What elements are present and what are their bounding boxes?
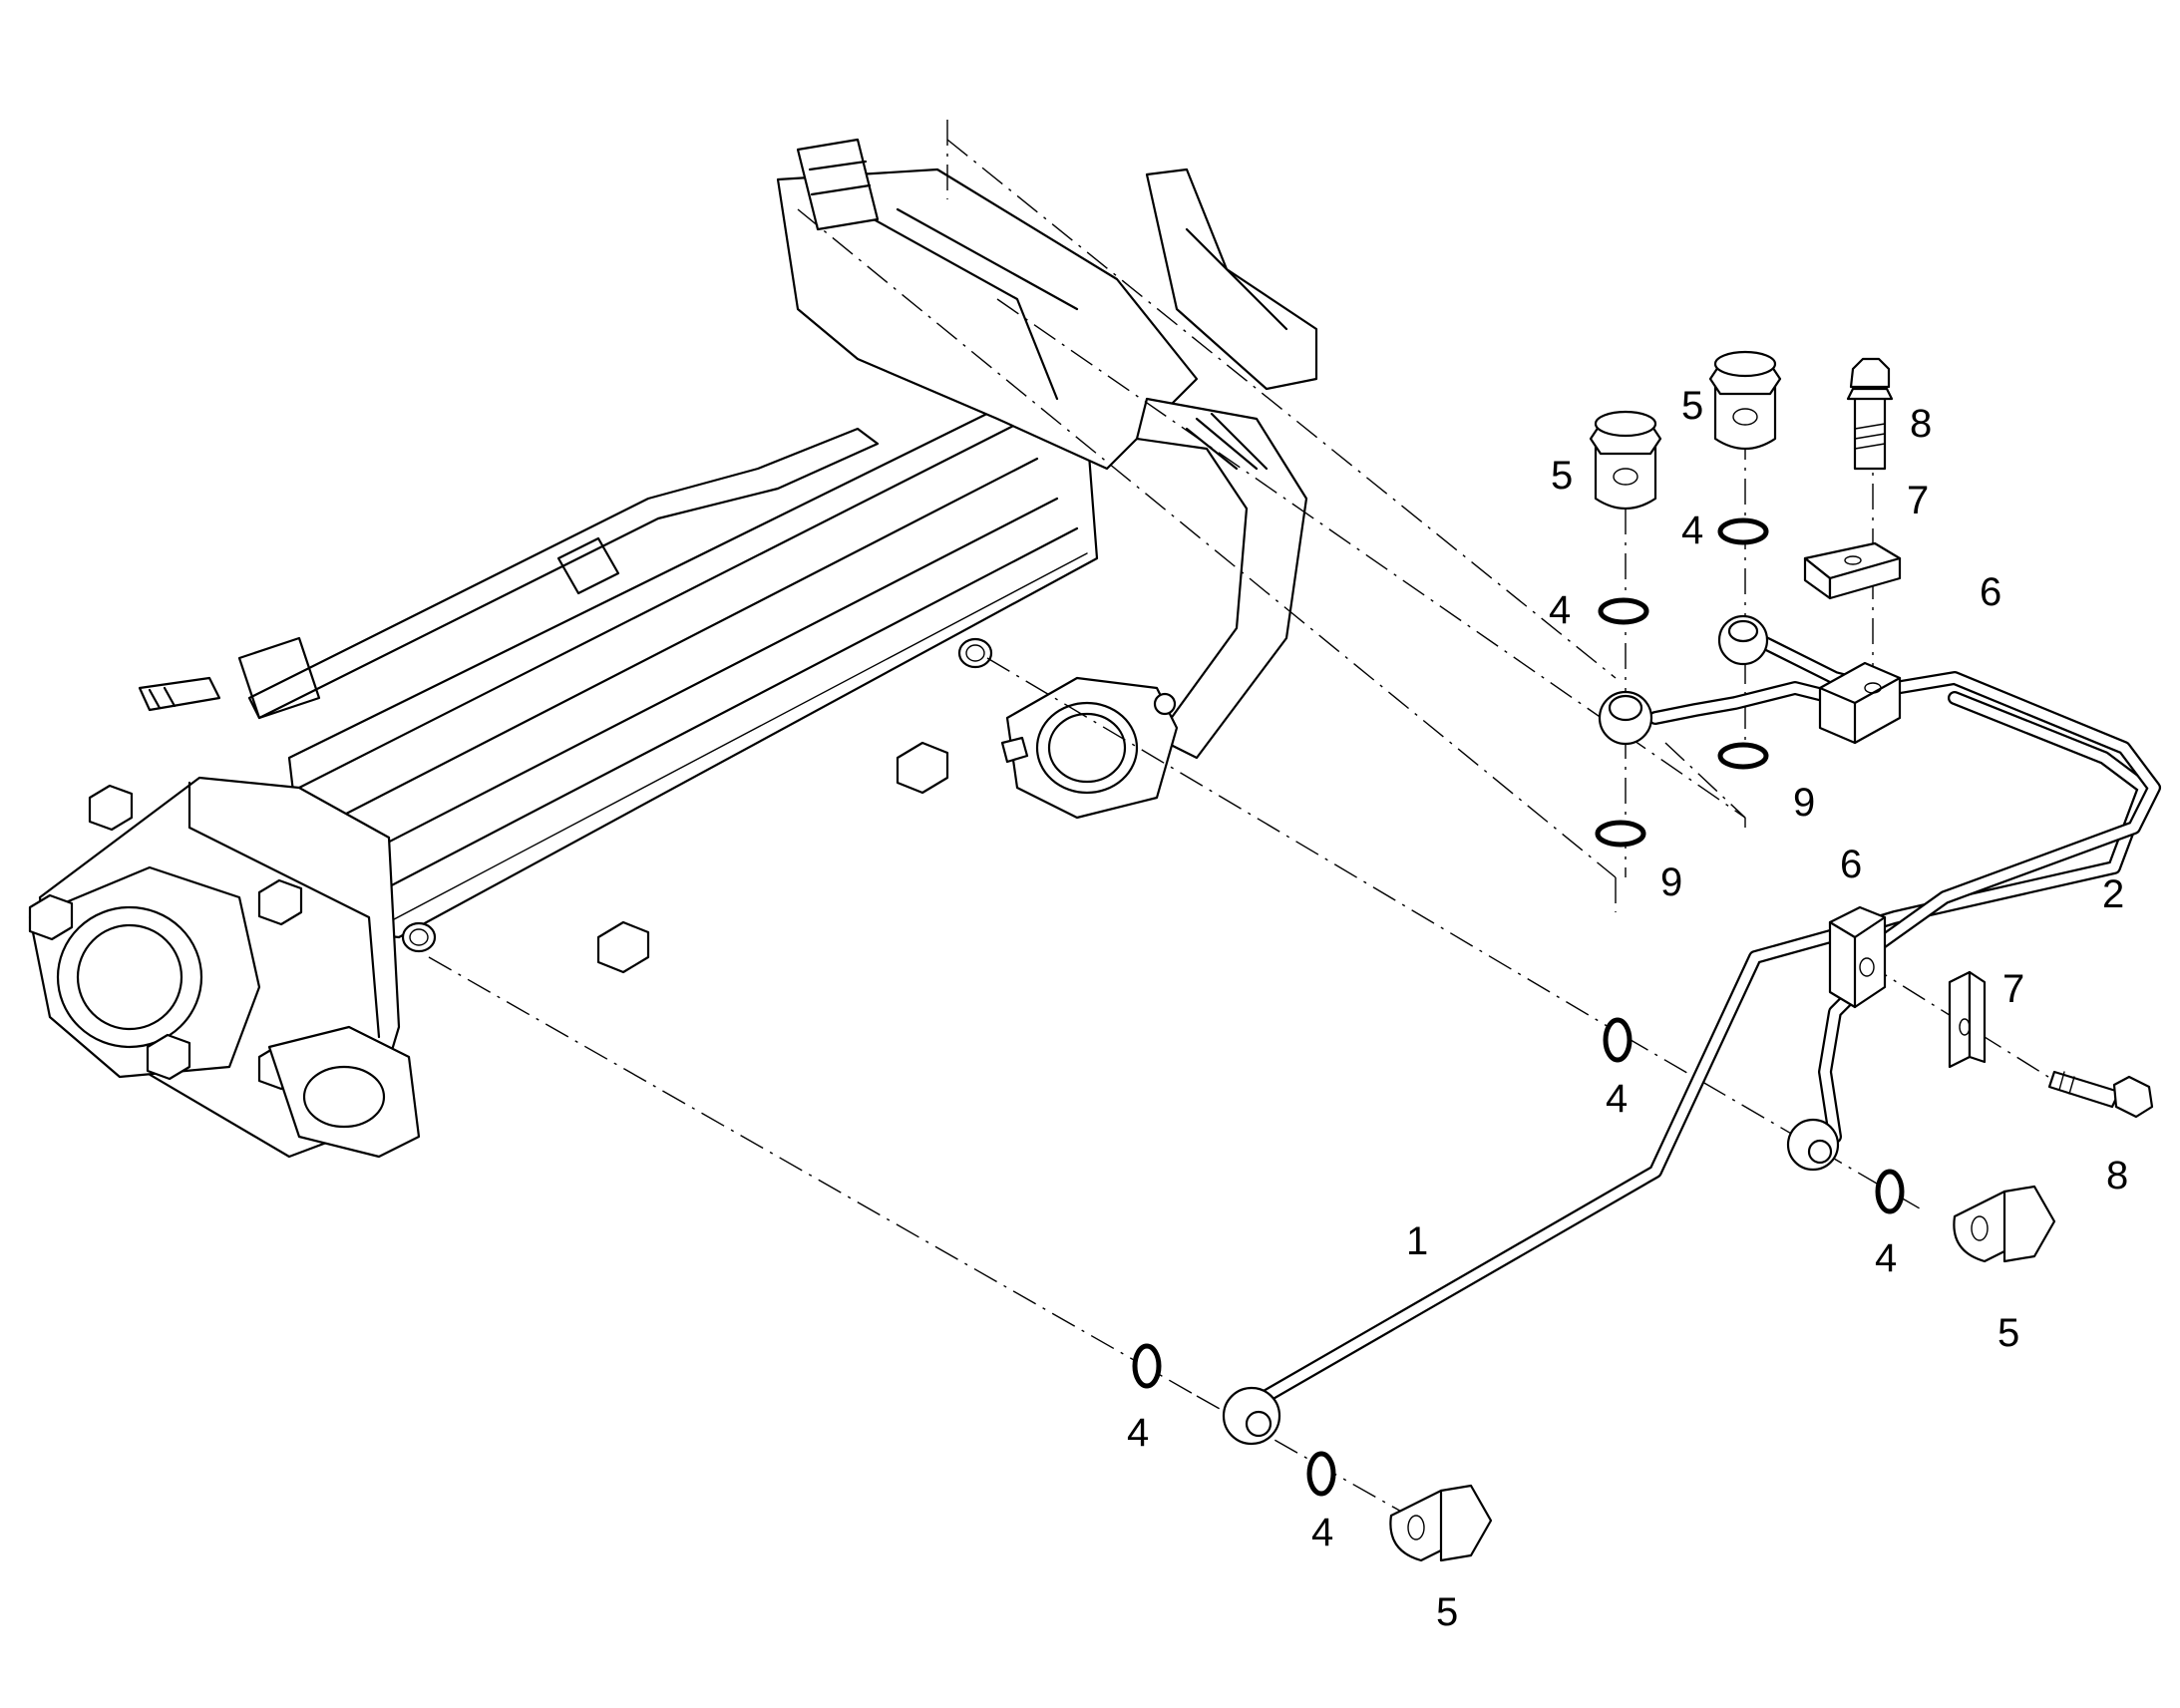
- pipe-2: [1598, 614, 2161, 1172]
- callout-7-b: 7: [2002, 967, 2024, 1011]
- clamp-plate-upper: [1803, 541, 1902, 600]
- callout-4-a: 4: [1549, 588, 1571, 632]
- callout-6-a: 6: [1980, 570, 2001, 614]
- callout-5-d: 5: [1436, 1590, 1458, 1634]
- callout-8-b: 8: [2106, 1154, 2128, 1197]
- clamp-plate-lower: [1948, 970, 1987, 1069]
- callout-9-b: 9: [1660, 860, 1682, 904]
- banjo-bolt-5-lower-right: [1953, 1185, 2056, 1263]
- callout-2: 2: [2102, 872, 2124, 916]
- bolt-8-lower: [2047, 1070, 2154, 1119]
- assembly-center-lines: [428, 120, 2065, 1527]
- callout-7-a: 7: [1907, 479, 1929, 522]
- callout-1: 1: [1406, 1219, 1428, 1263]
- callout-labels: 1 2 4 4 4 4 4 4 5 5 5 5 6 6 7 7 8 8 9 9: [1127, 384, 2128, 1634]
- callout-5-a: 5: [1551, 454, 1573, 498]
- callout-5-b: 5: [1681, 384, 1703, 428]
- callout-4-f: 4: [1311, 1511, 1333, 1554]
- callout-4-b: 4: [1681, 509, 1703, 552]
- bolt-8-upper: [1846, 357, 1894, 471]
- callout-4-c: 4: [1606, 1077, 1628, 1121]
- clamp-block-upper: [1818, 661, 1902, 745]
- banjo-bolt-5-lower-left: [1389, 1484, 1493, 1562]
- callout-6-b: 6: [1840, 843, 1862, 886]
- banjo-bolt-5-upper-right: [1708, 350, 1782, 450]
- egr-cooler-assembly: [28, 138, 1318, 1159]
- washers: [1132, 517, 1905, 1497]
- callout-4-d: 4: [1875, 1236, 1897, 1280]
- callout-8-a: 8: [1910, 402, 1932, 446]
- pipe-1: [1222, 691, 2151, 1446]
- callout-4-e: 4: [1127, 1411, 1149, 1455]
- callout-9-a: 9: [1793, 781, 1815, 825]
- clamp-block-lower: [1828, 905, 1887, 1009]
- banjo-bolt-5-upper-left: [1589, 410, 1662, 510]
- callout-5-c: 5: [1998, 1311, 2019, 1355]
